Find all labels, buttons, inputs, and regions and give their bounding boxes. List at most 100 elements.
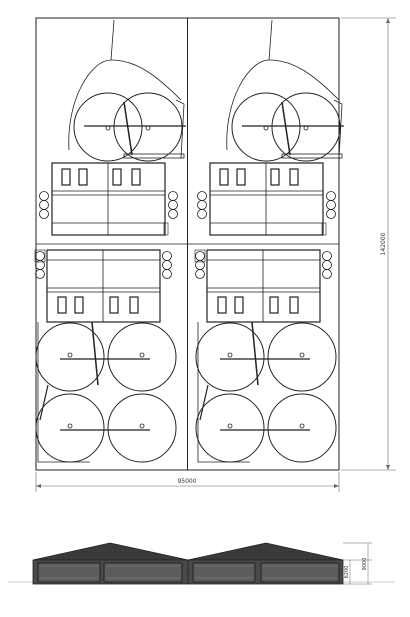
walkway <box>281 101 291 156</box>
coil <box>35 269 45 279</box>
width-dimension-label: 95000 <box>177 478 196 485</box>
coil <box>162 251 172 261</box>
coil <box>168 200 178 210</box>
window <box>129 296 139 314</box>
coil <box>195 251 205 261</box>
window <box>219 168 229 186</box>
tank-center <box>263 125 269 131</box>
sweep-curve <box>110 59 182 101</box>
tank <box>267 393 337 463</box>
coil <box>168 209 178 219</box>
tank <box>73 92 143 162</box>
site-plan <box>34 17 344 471</box>
coil <box>168 191 178 201</box>
coil <box>162 260 172 270</box>
coil <box>326 191 336 201</box>
tank <box>35 393 105 463</box>
window <box>78 168 88 186</box>
height-dimension: 142000 <box>341 17 396 471</box>
window <box>217 296 227 314</box>
elevation-panel <box>37 562 101 583</box>
tank <box>195 393 265 463</box>
elevation-dimensions: 6200 9000 <box>343 542 372 585</box>
coil <box>39 200 49 210</box>
tank <box>107 393 177 463</box>
coil <box>322 260 332 270</box>
window <box>289 168 299 186</box>
building <box>209 162 324 236</box>
quadrant-top-left <box>39 19 186 236</box>
width-dimension: 95000 <box>35 472 340 492</box>
coil <box>326 209 336 219</box>
coil <box>326 200 336 210</box>
tank <box>267 322 337 392</box>
elevation-panel <box>192 562 256 583</box>
walkway <box>39 384 49 421</box>
height-dimension-label: 142000 <box>380 232 387 255</box>
walkway-rail <box>333 99 343 159</box>
tank-center <box>145 125 151 131</box>
walkway-rail <box>175 99 185 159</box>
tank <box>195 322 265 392</box>
roof-right <box>187 542 344 561</box>
window <box>74 296 84 314</box>
tank <box>107 322 177 392</box>
tank-center <box>303 125 309 131</box>
roof-left <box>32 542 189 561</box>
tank <box>271 92 341 162</box>
coil <box>322 251 332 261</box>
tank-center <box>67 423 73 429</box>
coil <box>39 191 49 201</box>
elevation-panel <box>103 562 183 583</box>
tank-center <box>299 352 305 358</box>
tank-center <box>227 352 233 358</box>
tank-center <box>67 352 73 358</box>
building <box>51 162 166 236</box>
window <box>236 168 246 186</box>
window <box>112 168 122 186</box>
elevation-wall-height-label: 6200 <box>344 566 350 579</box>
equipment-box <box>34 249 46 263</box>
building <box>206 249 321 323</box>
walkway <box>123 101 133 156</box>
coil <box>197 191 207 201</box>
tank <box>35 322 105 392</box>
tank-center <box>139 423 145 429</box>
side-elevation: 6200 9000 <box>8 542 395 585</box>
coil <box>39 209 49 219</box>
equipment-box <box>163 222 169 236</box>
walkway <box>199 384 209 421</box>
coil <box>162 269 172 279</box>
sweep-curve <box>268 59 340 101</box>
quadrant-top-right <box>197 19 344 236</box>
coil <box>322 269 332 279</box>
walkway-deck <box>281 153 343 159</box>
window <box>131 168 141 186</box>
elevation-panels <box>37 562 340 583</box>
sweep-curve <box>226 19 273 151</box>
quadrant-bottom-left <box>34 249 177 463</box>
elevation-total-height-label: 9000 <box>362 558 368 571</box>
window <box>270 168 280 186</box>
tank-center <box>299 423 305 429</box>
window <box>57 296 67 314</box>
tank-center <box>105 125 111 131</box>
tank-center <box>227 423 233 429</box>
window <box>234 296 244 314</box>
quadrant-bottom-right <box>194 249 337 463</box>
equipment-box <box>321 222 327 236</box>
elevation-panel <box>260 562 340 583</box>
coil <box>35 251 45 261</box>
coil <box>197 200 207 210</box>
walkway-deck <box>123 153 185 159</box>
coil <box>197 209 207 219</box>
window <box>109 296 119 314</box>
window <box>61 168 71 186</box>
coil <box>195 269 205 279</box>
tank <box>231 92 301 162</box>
equipment-box <box>194 249 206 263</box>
tank-center <box>139 352 145 358</box>
window <box>269 296 279 314</box>
tank <box>113 92 183 162</box>
